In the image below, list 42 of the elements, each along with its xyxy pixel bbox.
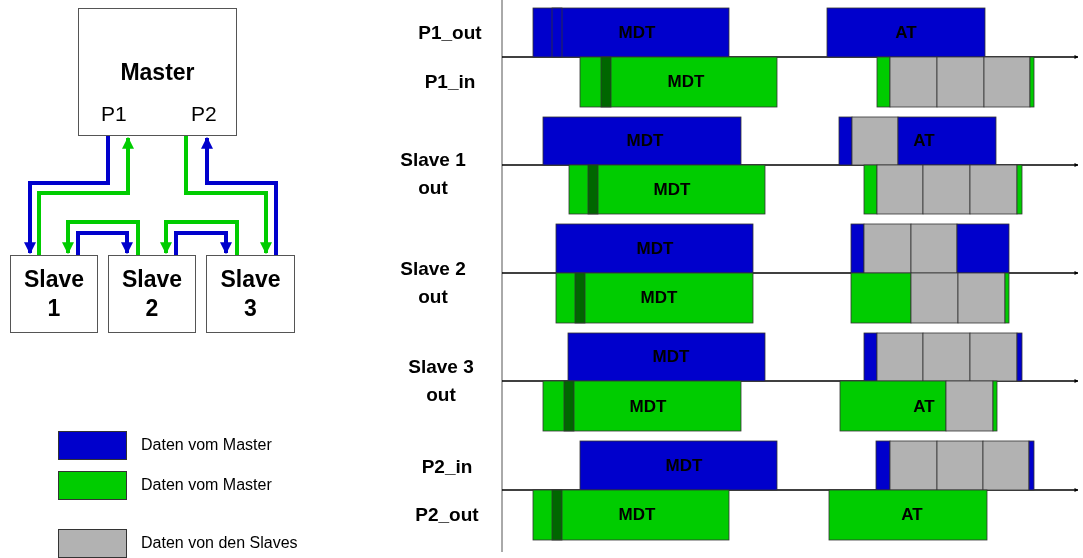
signal-name: P2_in xyxy=(420,455,474,479)
slave-box xyxy=(206,255,295,333)
arrow xyxy=(160,220,239,255)
legend-label: Daten vom Master xyxy=(141,476,272,494)
frame-label: AT xyxy=(913,131,935,151)
slave-box xyxy=(108,255,196,333)
signal-name: Slave 3 out xyxy=(407,355,475,407)
frame-label: MDT xyxy=(618,505,656,525)
legend-label: Daten vom Master xyxy=(141,436,272,454)
device-name: Slave 3 xyxy=(219,265,282,323)
signal-name: P2_out xyxy=(414,503,480,527)
signal-name: P1_out xyxy=(417,21,483,45)
arrow xyxy=(37,136,134,255)
device-name: Slave 2 xyxy=(120,265,184,323)
signal-name: Slave 1 out xyxy=(399,148,467,200)
frame-label: MDT xyxy=(636,239,674,259)
device-name: Master xyxy=(119,59,196,86)
frame-label: MDT xyxy=(653,180,691,200)
frame-label: MDT xyxy=(626,131,664,151)
legend-label: Daten von den Slaves xyxy=(141,534,298,552)
arrow xyxy=(62,220,140,255)
frame-label: AT xyxy=(895,23,917,43)
slave-box xyxy=(10,255,98,333)
device-name: Slave 1 xyxy=(22,265,86,323)
frame-label: MDT xyxy=(640,288,678,308)
signal-name: P1_in xyxy=(423,70,477,94)
frame-label: MDT xyxy=(618,23,656,43)
frame-label: MDT xyxy=(667,72,705,92)
signal-name: Slave 2 out xyxy=(399,257,467,309)
frame-label: MDT xyxy=(652,347,690,367)
frame-label: MDT xyxy=(665,456,703,476)
arrow xyxy=(76,231,133,255)
port-label: P2 xyxy=(191,102,217,126)
frame-label: AT xyxy=(913,397,935,417)
arrow xyxy=(174,231,232,255)
frame-label: MDT xyxy=(629,397,667,417)
arrow xyxy=(184,136,272,255)
arrow xyxy=(201,136,278,255)
port-label: P1 xyxy=(101,102,127,126)
frame-label: AT xyxy=(901,505,923,525)
master-box xyxy=(78,8,237,136)
arrow xyxy=(24,136,110,255)
